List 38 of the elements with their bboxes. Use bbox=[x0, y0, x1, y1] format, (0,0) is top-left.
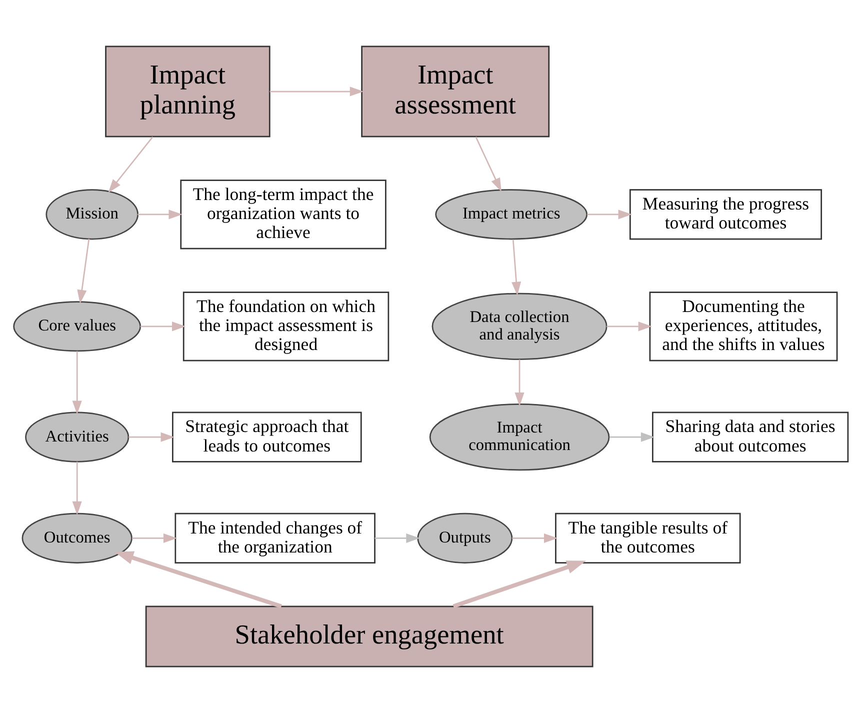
node-ellipse: Outputs bbox=[417, 512, 513, 564]
node-ellipse: Activities bbox=[25, 412, 130, 462]
node-ellipse: Core values bbox=[13, 301, 142, 352]
node-ellipse: Impact metrics bbox=[435, 189, 588, 240]
node-box: Strategic approach that leads to outcomes bbox=[172, 412, 362, 462]
node-box: Stakeholder engagement bbox=[145, 606, 594, 668]
arrow bbox=[452, 560, 586, 608]
node-box: Measuring the progress toward outcomes bbox=[629, 189, 822, 240]
arrow bbox=[610, 432, 655, 442]
arrow bbox=[512, 533, 558, 543]
node-box: The tangible results of the outcomes bbox=[555, 512, 741, 564]
arrow bbox=[72, 462, 82, 516]
node-ellipse: Data collection and analysis bbox=[432, 292, 608, 360]
arrow bbox=[140, 322, 186, 332]
node-box: The foundation on which the impact assessment is designed bbox=[182, 292, 390, 362]
arrow bbox=[114, 551, 282, 608]
arrow bbox=[132, 533, 178, 543]
node-box: The long-term impact the organization wants to achieve bbox=[180, 180, 386, 250]
node-ellipse: Impact communication bbox=[429, 404, 610, 471]
arrow bbox=[606, 322, 652, 332]
arrow bbox=[514, 360, 524, 406]
node-ellipse: Mission bbox=[46, 189, 139, 240]
arrow bbox=[475, 136, 502, 192]
arrow bbox=[72, 351, 82, 414]
node-ellipse: Outcomes bbox=[22, 512, 132, 564]
node-box: Sharing data and stories about outcomes bbox=[652, 412, 849, 462]
arrow bbox=[270, 86, 364, 96]
arrow bbox=[128, 432, 174, 442]
arrow bbox=[587, 210, 632, 220]
arrow bbox=[512, 239, 522, 296]
node-box: The intended changes of the organization bbox=[174, 512, 376, 564]
node-box: Impact assessment bbox=[361, 46, 550, 138]
arrow bbox=[374, 533, 420, 543]
arrow bbox=[108, 136, 154, 193]
node-box: Impact planning bbox=[105, 46, 270, 138]
arrow bbox=[138, 210, 182, 220]
node-box: Documenting the experiences, attitudes, and the shifts in values bbox=[649, 292, 838, 362]
arrow bbox=[77, 238, 90, 304]
